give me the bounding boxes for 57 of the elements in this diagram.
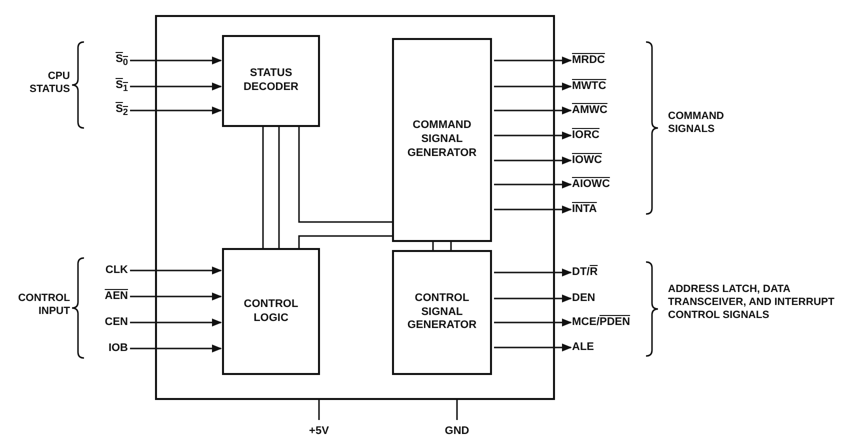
arrow xyxy=(494,206,572,214)
block-title: CONTROL SIGNAL GENERATOR xyxy=(406,292,478,334)
signal-name: MWTC xyxy=(572,79,642,94)
block-title: CONTROL LOGIC xyxy=(242,298,300,326)
group-label: COMMAND SIGNALS xyxy=(668,110,725,136)
group-label: ADDRESS LATCH, DATA TRANSCEIVER, AND INTERRUPT CONTROL SIGNALS xyxy=(668,283,836,322)
signal-name: DT/R xyxy=(572,265,642,280)
arrow xyxy=(494,106,572,114)
signal-line xyxy=(298,235,392,248)
signal-name: S$_{1}$ xyxy=(90,79,128,94)
signal-name: GND xyxy=(437,424,477,439)
arrow xyxy=(494,344,572,352)
arrow xyxy=(494,132,572,140)
arrow xyxy=(494,56,572,64)
signal-name: CLK xyxy=(90,263,128,278)
signal-name: AIOWC xyxy=(572,177,642,192)
signal-name: +5V xyxy=(299,424,339,439)
signal-name: MCE/PDEN xyxy=(572,315,647,330)
arrow xyxy=(130,82,222,90)
signal-name: CEN xyxy=(90,315,128,330)
signal-name: AMWC xyxy=(572,103,642,118)
signal-name: DEN xyxy=(572,291,642,306)
function-block xyxy=(222,35,320,127)
arrow xyxy=(494,268,572,276)
signal-name: IORC xyxy=(572,128,642,143)
chip-outline xyxy=(155,15,555,400)
signal-line xyxy=(432,241,452,251)
signal-line xyxy=(456,400,458,420)
function-block xyxy=(392,38,492,242)
arrow xyxy=(494,180,572,188)
signal-name: S$_{2}$ xyxy=(90,103,128,118)
signal-name: AEN xyxy=(90,289,128,304)
arrow xyxy=(494,82,572,90)
signal-line xyxy=(318,400,320,420)
arrow xyxy=(130,56,222,64)
signal-line xyxy=(262,126,280,249)
signal-name: IOB xyxy=(90,341,128,356)
arrow xyxy=(494,318,572,326)
signal-name: S$_{0}$ xyxy=(90,53,128,68)
signal-name: MRDC xyxy=(572,53,642,68)
signal-name: ALE xyxy=(572,340,642,355)
group-label: CONTROL INPUT xyxy=(17,292,70,318)
signal-line xyxy=(298,127,392,223)
arrow xyxy=(494,156,572,164)
signal-name: INTA xyxy=(572,202,642,217)
arrow xyxy=(130,292,222,300)
block-title: STATUS DECODER xyxy=(242,67,300,95)
function-block xyxy=(222,248,320,375)
arrow xyxy=(130,344,222,352)
block-title: COMMAND SIGNAL GENERATOR xyxy=(406,119,478,161)
function-block xyxy=(392,250,492,375)
arrow xyxy=(494,294,572,302)
arrow xyxy=(130,318,222,326)
arrow xyxy=(130,106,222,114)
arrow xyxy=(130,266,222,274)
signal-name: IOWC xyxy=(572,153,642,168)
group-label: CPU STATUS xyxy=(28,70,70,96)
